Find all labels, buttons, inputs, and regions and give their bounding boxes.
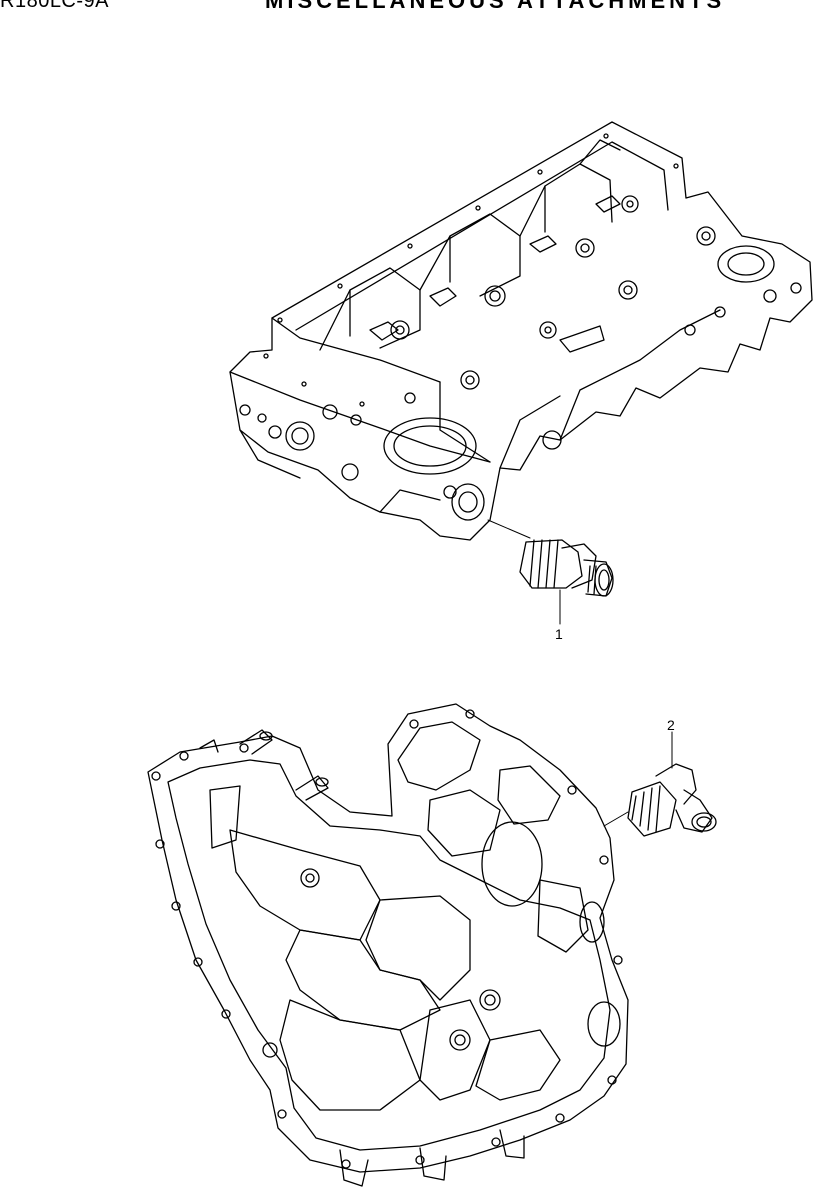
sensor-fitting-drawing [487, 519, 614, 597]
callout-2-label: 2 [667, 717, 675, 733]
sheet-title: MISCELLANEOUS ATTACHMENTS [265, 0, 726, 13]
model-code: R180LC-9A [0, 0, 110, 12]
timing-gear-housing-drawing [147, 703, 629, 1187]
callout-1-label: 1 [555, 626, 563, 642]
elbow-fitting-drawing [603, 763, 717, 837]
cylinder-head-drawing [229, 121, 813, 541]
